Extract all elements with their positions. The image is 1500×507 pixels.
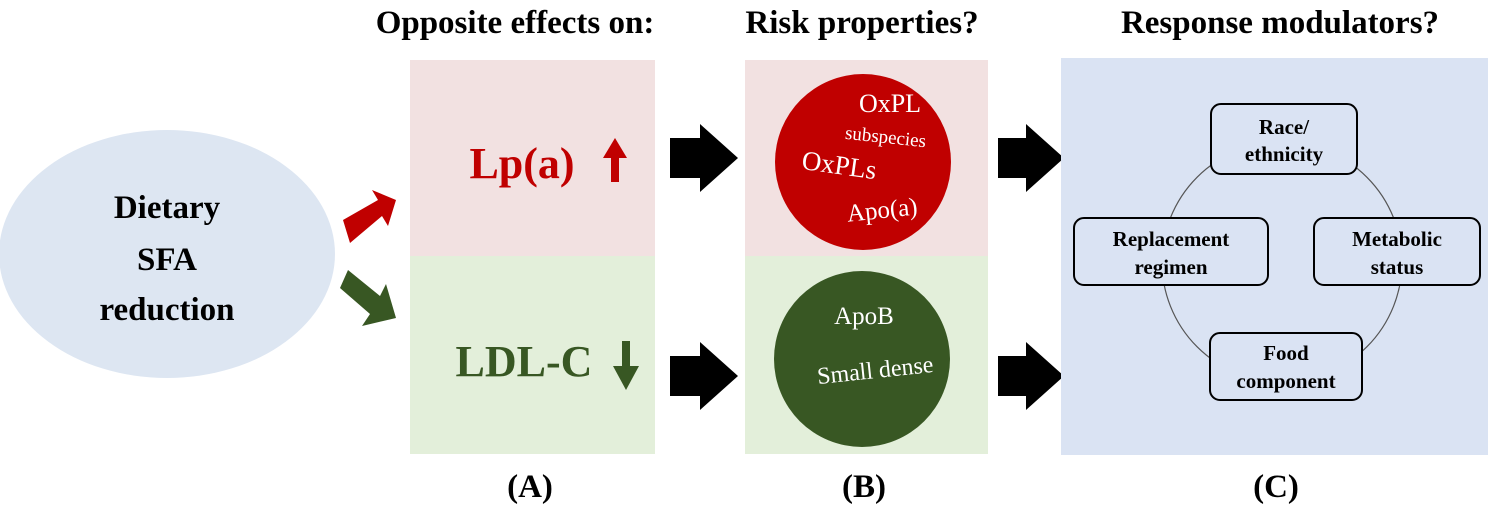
panel-a-bottom-bg: [410, 256, 655, 454]
up-arrow-icon: [603, 138, 627, 182]
header-risk-properties: Risk properties?: [745, 5, 978, 41]
arrow-b-to-c-bottom: [998, 342, 1064, 410]
panel-label-b: (B): [842, 469, 886, 505]
red-up-arrow: [343, 190, 396, 243]
source-line-3: reduction: [99, 292, 234, 328]
apob-label: ApoB: [834, 303, 894, 330]
arrow-a-to-b-bottom: [670, 342, 738, 410]
race-line-2: ethnicity: [1245, 142, 1324, 166]
lpa-label: Lp(a): [469, 139, 574, 188]
modulator-metabolic: Metabolic status: [1313, 217, 1481, 286]
risk-bottom-circle: [774, 271, 950, 447]
replacement-line-2: regimen: [1134, 255, 1207, 279]
source-line-1: Dietary: [114, 190, 221, 226]
food-line-2: component: [1236, 369, 1335, 393]
down-arrow-icon: [613, 341, 639, 390]
modulator-replacement: Replacement regimen: [1073, 217, 1269, 286]
race-line-1: Race/: [1259, 115, 1310, 139]
source-line-2: SFA: [137, 242, 197, 278]
header-response-modulators: Response modulators?: [1121, 5, 1439, 41]
panel-label-a: (A): [507, 469, 553, 505]
oxpl-label: OxPL: [859, 89, 921, 118]
green-down-arrow: [340, 270, 396, 326]
modulator-race: Race/ ethnicity: [1210, 103, 1358, 175]
arrow-b-to-c-top: [998, 124, 1064, 192]
metabolic-line-2: status: [1371, 255, 1424, 279]
modulator-food: Food component: [1209, 332, 1363, 401]
metabolic-line-1: Metabolic: [1352, 227, 1442, 251]
risk-top-circle: [775, 74, 951, 250]
replacement-line-1: Replacement: [1113, 227, 1230, 251]
panel-label-c: (C): [1253, 469, 1299, 505]
header-opposite-effects: Opposite effects on:: [376, 5, 655, 41]
food-line-1: Food: [1263, 341, 1309, 365]
dietary-sfa-ellipse: [0, 130, 335, 378]
ldlc-label: LDL-C: [456, 337, 593, 386]
arrow-a-to-b-top: [670, 124, 738, 192]
